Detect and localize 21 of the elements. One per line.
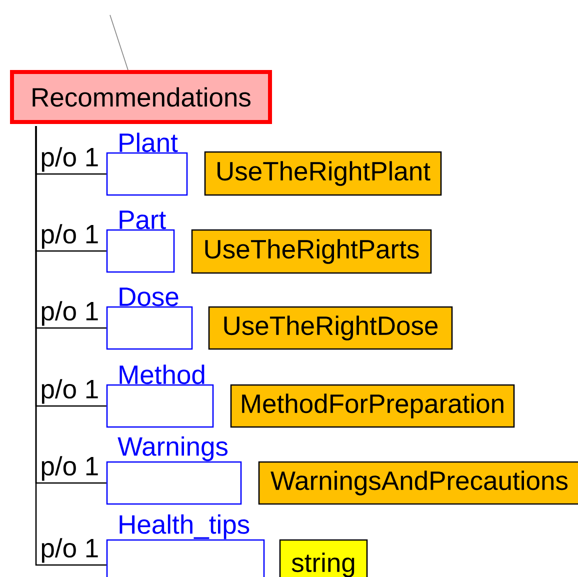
edge-label: p/o 1 [39, 378, 100, 405]
type-box: UseTheRightParts [191, 229, 432, 274]
edge-label: p/o 1 [39, 537, 100, 564]
connector-line [110, 14, 128, 70]
edge-label: p/o 1 [39, 455, 100, 482]
edge-label: p/o 1 [39, 146, 100, 173]
tree-branch [35, 126, 106, 566]
slot-name: Health_tips [120, 514, 250, 540]
edge-label: p/o 1 [39, 223, 100, 250]
slot-name: Dose [120, 288, 178, 306]
type-box: WarningsAndPrecautions [258, 461, 578, 505]
slot-name: Method [120, 364, 204, 384]
slot-name: Part [120, 210, 166, 230]
type-box: UseTheRightPlant [204, 151, 442, 196]
slot-name: Plant [120, 132, 178, 152]
process-box: Recommendations [10, 70, 272, 124]
type-box: MethodForPreparation [230, 384, 515, 428]
type-box: UseTheRightDose [208, 306, 453, 350]
type-box: string [279, 539, 368, 577]
edge-label: p/o 1 [39, 300, 100, 327]
slot-name: Warnings [118, 436, 228, 462]
